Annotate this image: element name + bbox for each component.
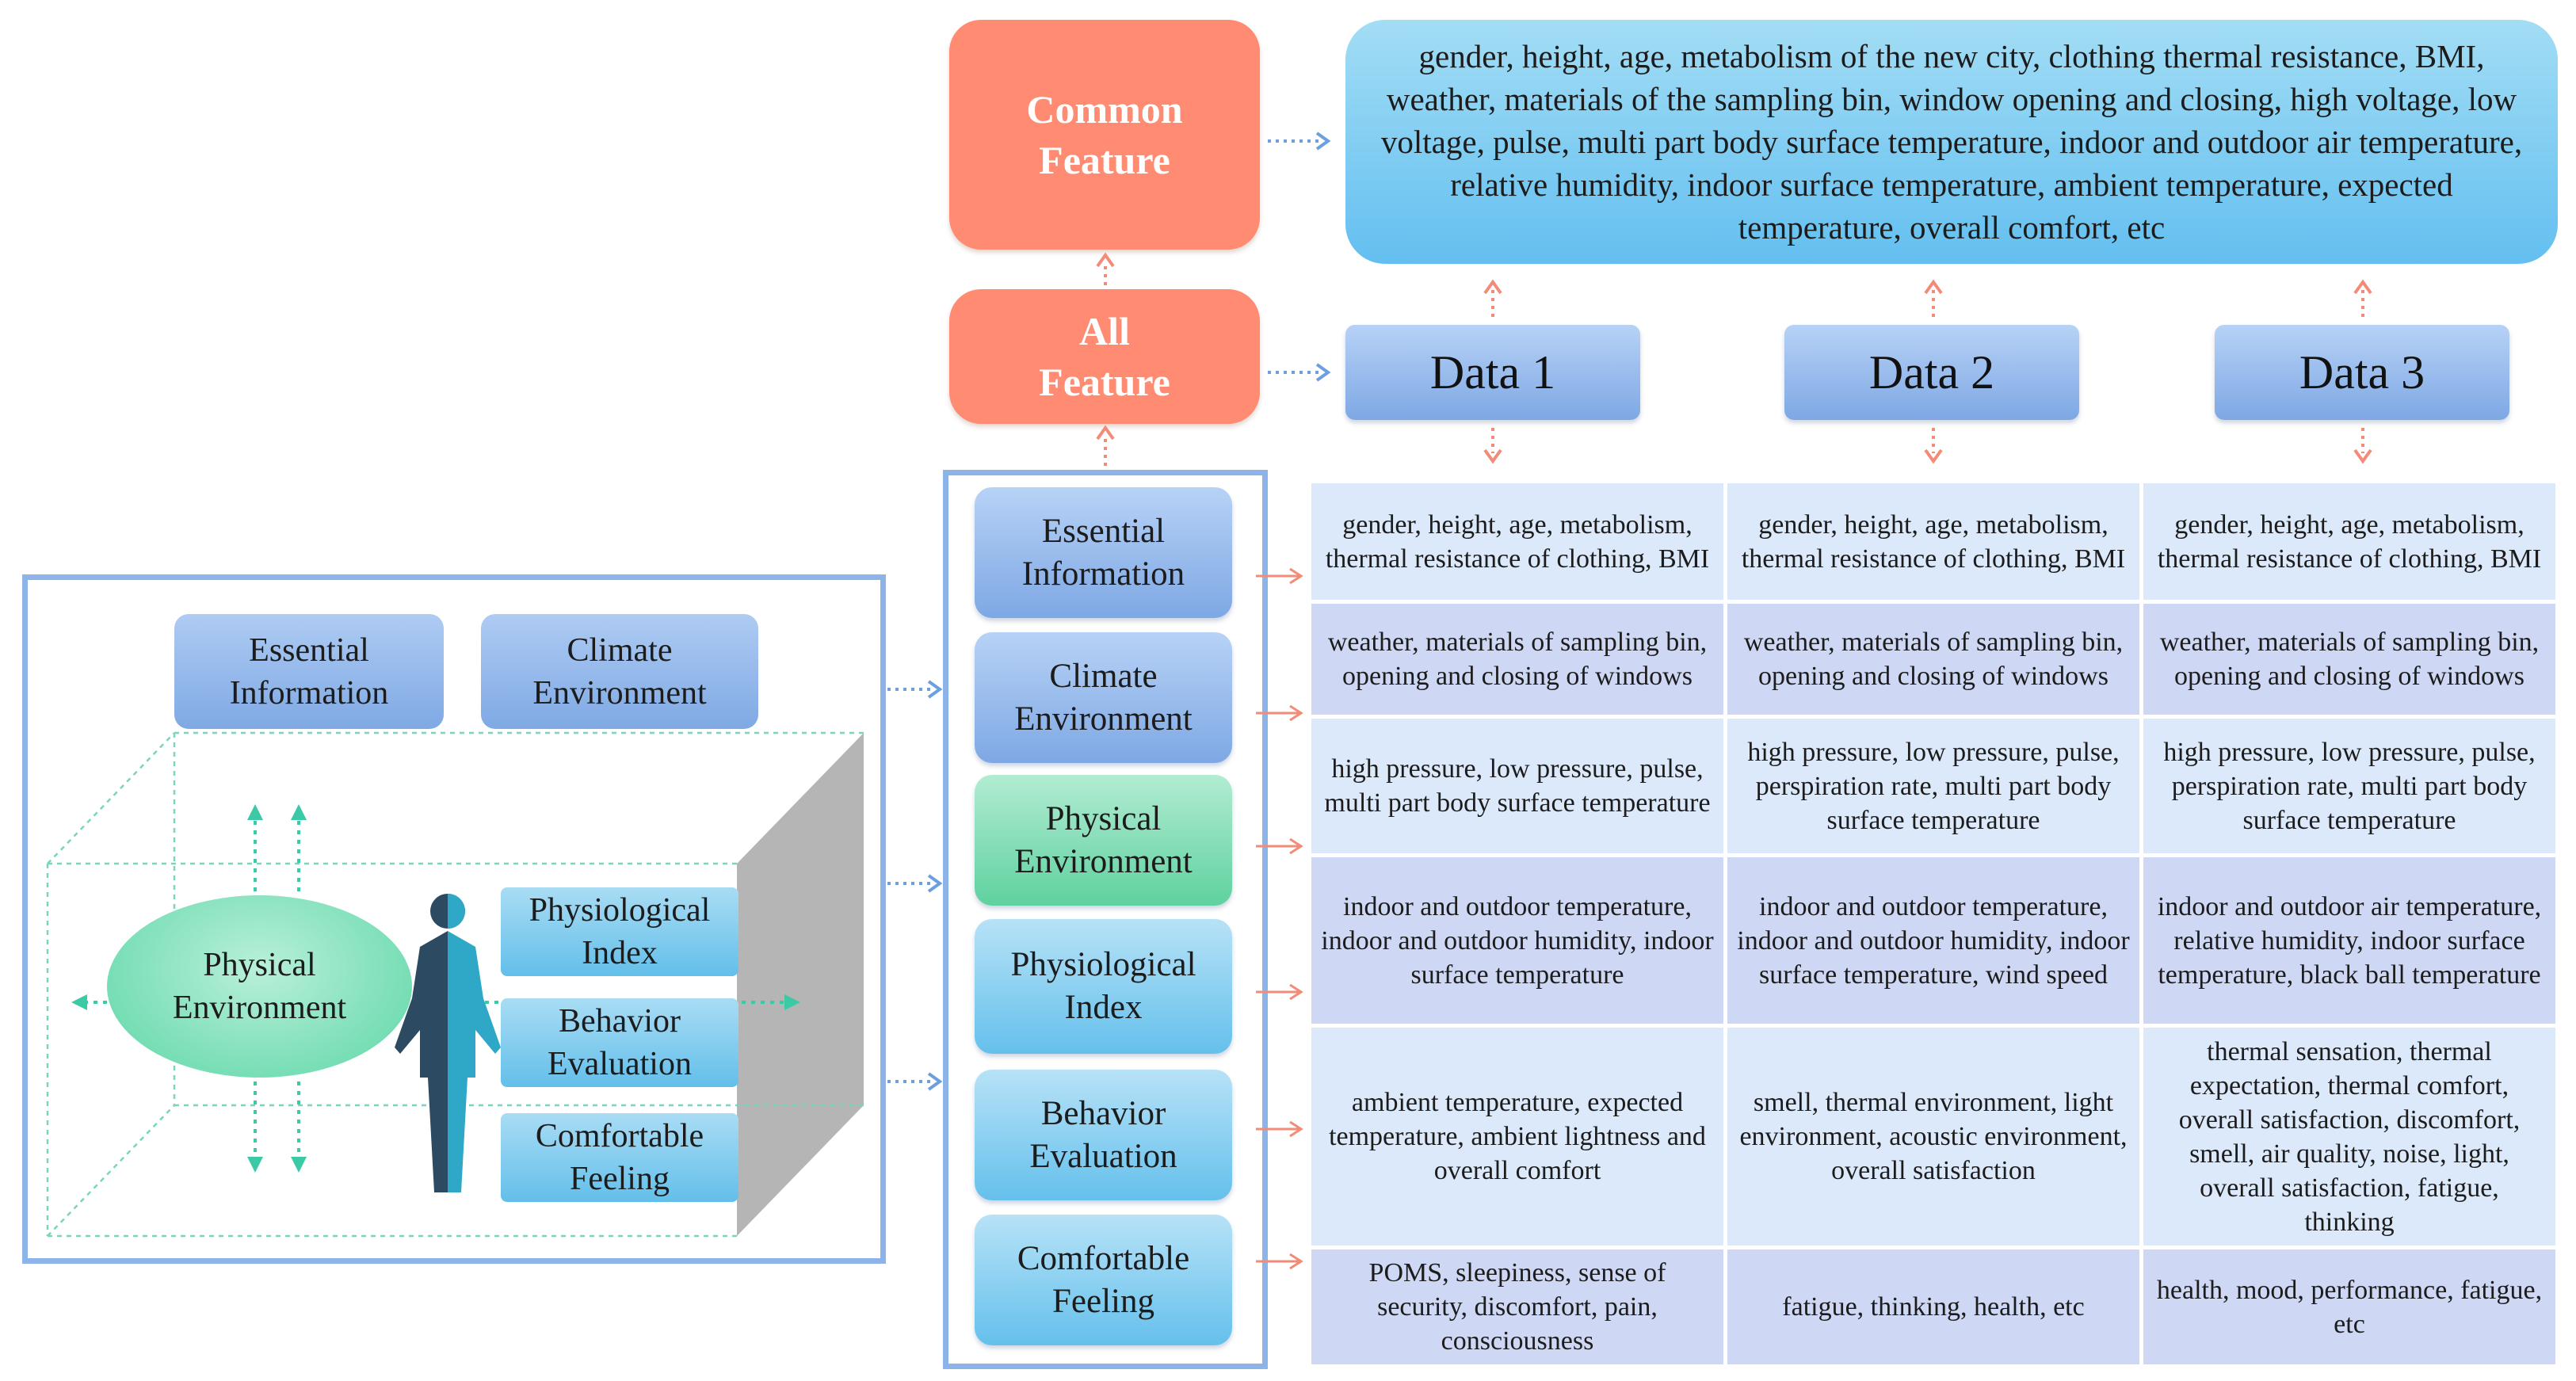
table-cell: weather, materials of sampling bin, open…	[1727, 604, 2139, 715]
table-cell: weather, materials of sampling bin, open…	[1311, 604, 1723, 715]
table-cell: fatigue, thinking, health, etc	[1727, 1249, 2139, 1364]
table-cell: ambient temperature, expected temperatur…	[1311, 1028, 1723, 1246]
table-cell: health, mood, performance, fatigue, etc	[2143, 1249, 2555, 1364]
data-3-header: Data 3	[2215, 325, 2509, 420]
category-physiological-index: Physiological Index	[975, 919, 1232, 1054]
table-cell: indoor and outdoor temperature, indoor a…	[1727, 857, 2139, 1024]
left-behavior-evaluation: Behavior Evaluation	[501, 998, 738, 1087]
table-cell: gender, height, age, metabolism, thermal…	[1727, 483, 2139, 600]
category-behavior-evaluation: Behavior Evaluation	[975, 1070, 1232, 1200]
table-cell: indoor and outdoor temperature, indoor a…	[1311, 857, 1723, 1024]
all-feature-box: All Feature	[949, 289, 1260, 424]
table-cell: POMS, sleepiness, sense of security, dis…	[1311, 1249, 1723, 1364]
table-cell: weather, materials of sampling bin, open…	[2143, 604, 2555, 715]
data-2-header: Data 2	[1784, 325, 2079, 420]
red-dotted-arrows	[1104, 261, 2364, 466]
data-1-header: Data 1	[1345, 325, 1640, 420]
common-feature-box: Common Feature	[949, 20, 1260, 250]
room-dashed-edges	[46, 731, 864, 1238]
table-cell: high pressure, low pressure, pulse, pers…	[2143, 719, 2555, 853]
blue-dotted-arrows	[887, 139, 1323, 1083]
category-physical-environment: Physical Environment	[975, 775, 1232, 906]
left-physical-environment-ellipse: Physical Environment	[107, 895, 412, 1078]
table-cell: indoor and outdoor air temperature, rela…	[2143, 857, 2555, 1024]
green-arrowheads	[71, 804, 800, 1173]
left-physiological-index: Physiological Index	[501, 887, 738, 976]
left-climate-environment: Climate Environment	[481, 614, 758, 729]
table-cell: gender, height, age, metabolism, thermal…	[2143, 483, 2555, 600]
table-cell: gender, height, age, metabolism, thermal…	[1311, 483, 1723, 600]
blue-arrowheads	[927, 132, 1331, 1091]
table-cell: high pressure, low pressure, pulse, mult…	[1311, 719, 1723, 853]
category-to-table-arrows	[1256, 567, 1303, 1270]
table-cell: smell, thermal environment, light enviro…	[1727, 1028, 2139, 1246]
table-cell: thermal sensation, thermal expectation, …	[2143, 1028, 2555, 1246]
human-figure-icon	[395, 894, 501, 1192]
red-arrowheads	[1096, 252, 2372, 464]
category-climate-environment: Climate Environment	[975, 632, 1232, 763]
room-side-wall	[737, 733, 864, 1236]
category-essential-information: Essential Information	[975, 487, 1232, 618]
common-feature-text: gender, height, age, metabolism of the n…	[1345, 20, 2558, 264]
category-comfortable-feeling: Comfortable Feeling	[975, 1215, 1232, 1345]
table-cell: high pressure, low pressure, pulse, pers…	[1727, 719, 2139, 853]
left-essential-information: Essential Information	[174, 614, 444, 729]
left-comfortable-feeling: Comfortable Feeling	[501, 1113, 738, 1202]
